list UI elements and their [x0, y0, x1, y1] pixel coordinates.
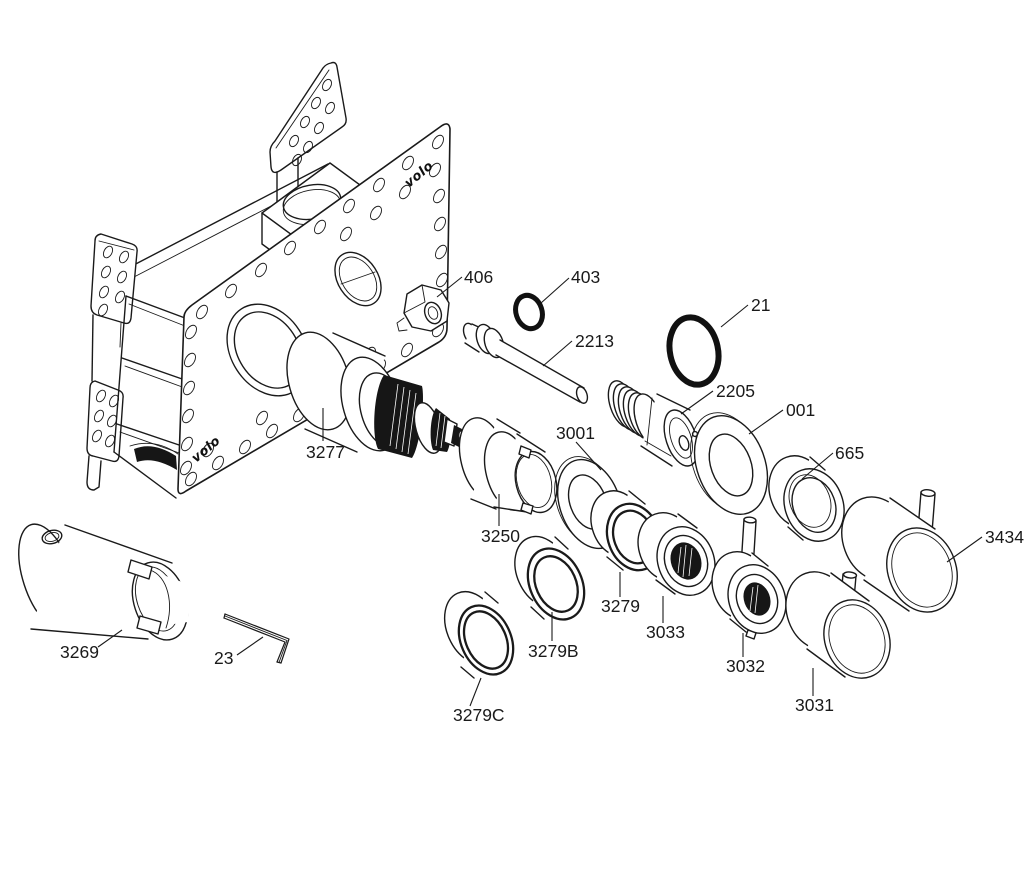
part-labels: 406 403 2213 21 2205 001 665 3434 3277 3…	[60, 267, 1024, 725]
part-label-3279: 3279	[601, 596, 640, 616]
part-3269-sleeve-tool	[18, 523, 190, 641]
part-label-2205: 2205	[716, 381, 755, 401]
plate-holes	[180, 134, 448, 487]
part-label-3033: 3033	[646, 622, 685, 642]
mounting-plate: volo volo	[177, 123, 451, 495]
part-21-oring	[666, 314, 722, 388]
bracket-holes-upper	[97, 245, 130, 317]
part-label-3032: 3032	[726, 656, 765, 676]
part-3277-cartridge	[286, 331, 471, 458]
part-label-3434: 3434	[985, 527, 1024, 547]
part-label-406: 406	[464, 267, 493, 287]
plate-small-opening	[334, 251, 382, 307]
part-label-403: 403	[571, 267, 600, 287]
bracket-holes-lower	[91, 389, 120, 448]
part-2213-screw	[462, 322, 589, 404]
part-403-oring	[513, 292, 545, 332]
part-label-3250: 3250	[481, 526, 520, 546]
housing-ribs	[113, 295, 186, 499]
part-label-2213: 2213	[575, 331, 614, 351]
part-2205-cartridge	[607, 380, 699, 467]
part-label-3269: 3269	[60, 642, 99, 662]
part-label-3001: 3001	[556, 423, 595, 443]
gusset-holes	[289, 78, 335, 167]
part-001-ring	[690, 412, 769, 516]
part-3032-stop-ring	[711, 516, 787, 640]
part-label-001: 001	[786, 400, 815, 420]
part-label-23: 23	[214, 648, 233, 668]
part-3031-handle	[785, 571, 891, 679]
leader-lines	[97, 276, 983, 707]
part-label-3279C: 3279C	[453, 705, 505, 725]
part-3279C-ring	[443, 591, 515, 679]
part-label-3277: 3277	[306, 442, 345, 462]
part-3250-sleeve	[458, 417, 558, 515]
part-label-3279B: 3279B	[528, 641, 579, 661]
part-label-3031: 3031	[795, 695, 834, 715]
part-3279B-ring	[514, 535, 586, 621]
part-label-665: 665	[835, 443, 864, 463]
part-3033-splined-ring	[637, 512, 716, 596]
part-665-ring	[768, 455, 845, 542]
part-23-hex-key	[223, 613, 290, 664]
part-3434-handle	[841, 489, 958, 613]
part-label-21: 21	[751, 295, 770, 315]
